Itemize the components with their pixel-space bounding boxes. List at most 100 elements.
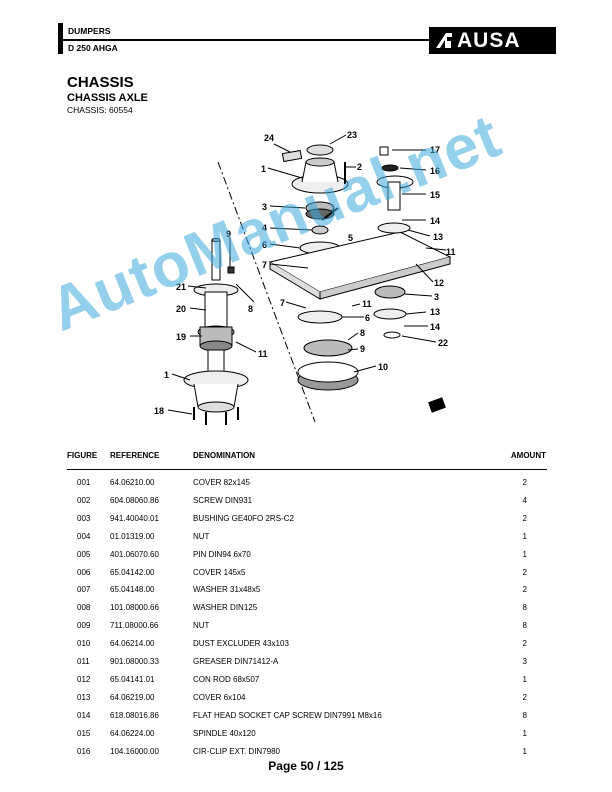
callout-label: 12: [434, 278, 444, 288]
callout-label: 13: [430, 307, 440, 317]
page-number: Page 50 / 125: [268, 759, 344, 773]
figure-cell: 012: [77, 674, 91, 684]
table-row: 006 65.04142.00 COVER 145x5 2: [0, 568, 612, 585]
denomination-cell: WASHER DIN125: [193, 603, 258, 613]
figure-cell: 015: [77, 728, 91, 738]
reference-cell: 65.04148.00: [110, 585, 155, 595]
callout-label: 3: [262, 202, 267, 212]
callout-label: 16: [430, 166, 440, 176]
callout-label: 23: [347, 130, 357, 140]
section-subtitle: CHASSIS AXLE: [67, 92, 148, 104]
callout-label: 5: [348, 233, 353, 243]
table-row: 007 65.04148.00 WASHER 31x48x5 2: [0, 585, 612, 602]
figure-cell: 007: [77, 585, 91, 595]
figure-cell: 011: [77, 657, 90, 666]
amount-cell: 1: [522, 674, 527, 684]
reference-cell: 65.04142.00: [110, 567, 155, 577]
callout-label: 4: [262, 223, 267, 233]
col-header-figure: FIGURE: [67, 451, 98, 460]
figure-cell: 013: [77, 692, 91, 702]
figure-cell: 001: [77, 478, 91, 487]
figure-cell: 016: [77, 746, 91, 756]
callout-label: 15: [430, 190, 440, 200]
reference-cell: 64.06224.00: [110, 728, 155, 738]
callout-label: 9: [360, 344, 365, 354]
callout-label: 1: [261, 164, 266, 174]
header-model: D 250 AHGA: [68, 43, 118, 53]
amount-cell: 2: [522, 478, 527, 487]
table-row: 015 64.06224.00 SPINDLE 40x120 1: [0, 729, 612, 746]
logo-text: AUSA: [457, 29, 521, 52]
figure-cell: 006: [77, 567, 91, 577]
callout-label: 22: [438, 338, 448, 348]
amount-cell: 8: [522, 710, 527, 720]
amount-cell: 1: [522, 549, 527, 559]
callout-label: 11: [362, 299, 372, 309]
denomination-cell: SPINDLE 40x120: [193, 728, 256, 738]
callout-label: 11: [446, 247, 456, 257]
ausa-logo-icon: [436, 33, 452, 48]
figure-cell: 010: [77, 639, 91, 649]
callout-label: 10: [378, 362, 388, 372]
figure-cell: 009: [77, 621, 91, 631]
callout-label: 19: [176, 332, 186, 342]
amount-cell: 2: [522, 585, 527, 595]
figure-cell: 008: [77, 603, 91, 613]
reference-cell: 401.06070.60: [110, 549, 159, 559]
amount-cell: 3: [522, 657, 527, 666]
callout-label: 1: [164, 370, 169, 380]
amount-cell: 1: [522, 531, 527, 541]
table-row: 012 65.04141.01 CON ROD 68x507 1: [0, 675, 612, 692]
amount-cell: 2: [522, 692, 527, 702]
callout-label: 17: [430, 145, 440, 155]
amount-cell: 2: [522, 567, 527, 577]
callout-label: 2: [357, 162, 362, 172]
denomination-cell: WASHER 31x48x5: [193, 585, 261, 595]
denomination-cell: CON ROD 68x507: [193, 674, 260, 684]
amount-cell: 2: [522, 639, 527, 649]
callout-label: 7: [262, 260, 267, 270]
figure-cell: 005: [77, 549, 91, 559]
callout-label: 13: [433, 232, 443, 242]
reference-cell: 901.08000.33: [110, 657, 159, 666]
reference-cell: 711.08000.66: [110, 621, 159, 631]
callout-label: 21: [176, 282, 186, 292]
callout-label: 8: [360, 328, 365, 338]
col-header-denomination: DENOMINATION: [193, 451, 256, 460]
reference-cell: 01.01319.00: [110, 531, 155, 541]
denomination-cell: NUT: [193, 531, 210, 541]
callout-label: 20: [176, 304, 186, 314]
exploded-parts-diagram: 24 23 1 2 17 16 15 3 4 5 14 13 6 11 9 7 …: [154, 130, 456, 425]
amount-cell: 2: [522, 513, 527, 523]
amount-cell: 1: [522, 728, 527, 738]
figure-cell: 004: [77, 531, 91, 541]
ausa-logo: AUSA: [429, 27, 556, 54]
denomination-cell: CIR-CLIP EXT. DIN7980: [193, 746, 280, 756]
reference-cell: 101.08000.66: [110, 603, 159, 613]
page-title: CHASSIS: [67, 74, 134, 91]
reference-cell: 64.06210.00: [110, 478, 155, 487]
header-bar: [58, 23, 63, 54]
callout-label: 14: [430, 216, 440, 226]
figure-cell: 003: [77, 513, 91, 523]
callout-label: 3: [434, 292, 439, 302]
amount-cell: 4: [522, 495, 527, 505]
denomination-cell: COVER 145x5: [193, 567, 246, 577]
chassis-number: CHASSIS: 60554: [67, 105, 133, 115]
reference-cell: 941.40040.01: [110, 513, 159, 523]
reference-cell: 65.04141.01: [110, 674, 155, 684]
callout-label: 14: [430, 322, 440, 332]
col-header-amount: AMOUNT: [510, 451, 546, 460]
amount-cell: 8: [522, 621, 527, 631]
